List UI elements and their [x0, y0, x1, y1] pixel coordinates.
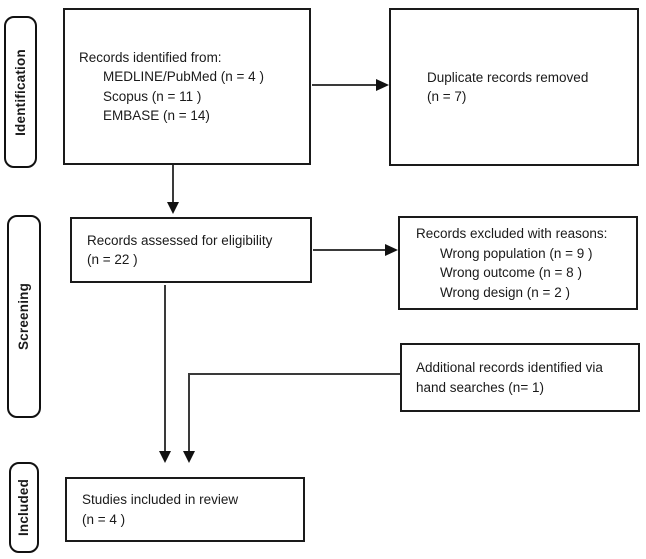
excluded-reason-outcome: Wrong outcome (n = 8 ): [440, 265, 582, 280]
stage-label-included: Included: [9, 462, 39, 553]
arrow-identified-to-assessed-line: [172, 165, 174, 203]
excluded-reason-design: Wrong design (n = 2 ): [440, 284, 570, 300]
arrow-assessed-to-included-line: [164, 285, 166, 452]
box-duplicate-records-removed: Duplicate records removed (n = 7): [389, 8, 639, 166]
arrow-assessed-to-excluded-head-icon: [385, 244, 398, 256]
arrow-additional-to-included-horizontal-line: [188, 373, 400, 375]
records-identified-source-scopus: Scopus (n = 11 ): [103, 88, 202, 104]
arrow-additional-to-included-vertical-line: [188, 373, 190, 452]
stage-label-included-text: Included: [16, 478, 32, 537]
records-identified-source-medline: MEDLINE/PubMed (n = 4 ): [103, 69, 264, 84]
arrow-assessed-to-included-head-icon: [159, 451, 171, 463]
excluded-reason-population: Wrong population (n = 9 ): [440, 245, 593, 261]
studies-included-text: Studies included in review: [82, 492, 239, 507]
stage-label-screening: Screening: [7, 215, 41, 418]
records-identified-source-embase: EMBASE (n = 14): [103, 108, 210, 123]
records-excluded-title: Records excluded with reasons:: [416, 226, 608, 241]
records-identified-title: Records identified from:: [79, 49, 222, 65]
records-assessed-count: (n = 22 ): [87, 252, 138, 267]
arrow-identified-to-duplicates-line: [312, 84, 377, 86]
arrow-additional-to-included-head-icon: [183, 451, 195, 463]
arrow-identified-to-duplicates-head-icon: [376, 79, 389, 91]
box-additional-records: Additional records identified via hand s…: [400, 343, 640, 412]
box-records-assessed: Records assessed for eligibility (n = 22…: [70, 217, 312, 283]
arrow-identified-to-assessed-head-icon: [167, 202, 179, 214]
box-records-identified: Records identified from: MEDLINE/PubMed …: [63, 8, 311, 165]
records-assessed-text: Records assessed for eligibility: [87, 232, 273, 248]
stage-label-identification-text: Identification: [13, 48, 28, 136]
stage-label-identification: Identification: [4, 16, 37, 168]
additional-records-text: Additional records identified via: [416, 360, 603, 375]
box-records-excluded: Records excluded with reasons: Wrong pop…: [398, 216, 638, 310]
arrow-assessed-to-excluded-line: [313, 249, 386, 251]
stage-label-screening-text: Screening: [16, 282, 32, 351]
duplicates-removed-text: Duplicate records removed: [427, 69, 589, 85]
box-studies-included: Studies included in review (n = 4 ): [65, 477, 305, 542]
additional-records-count: hand searches (n= 1): [416, 379, 544, 395]
duplicates-removed-count: (n = 7): [427, 89, 467, 104]
studies-included-count: (n = 4 ): [82, 511, 126, 527]
